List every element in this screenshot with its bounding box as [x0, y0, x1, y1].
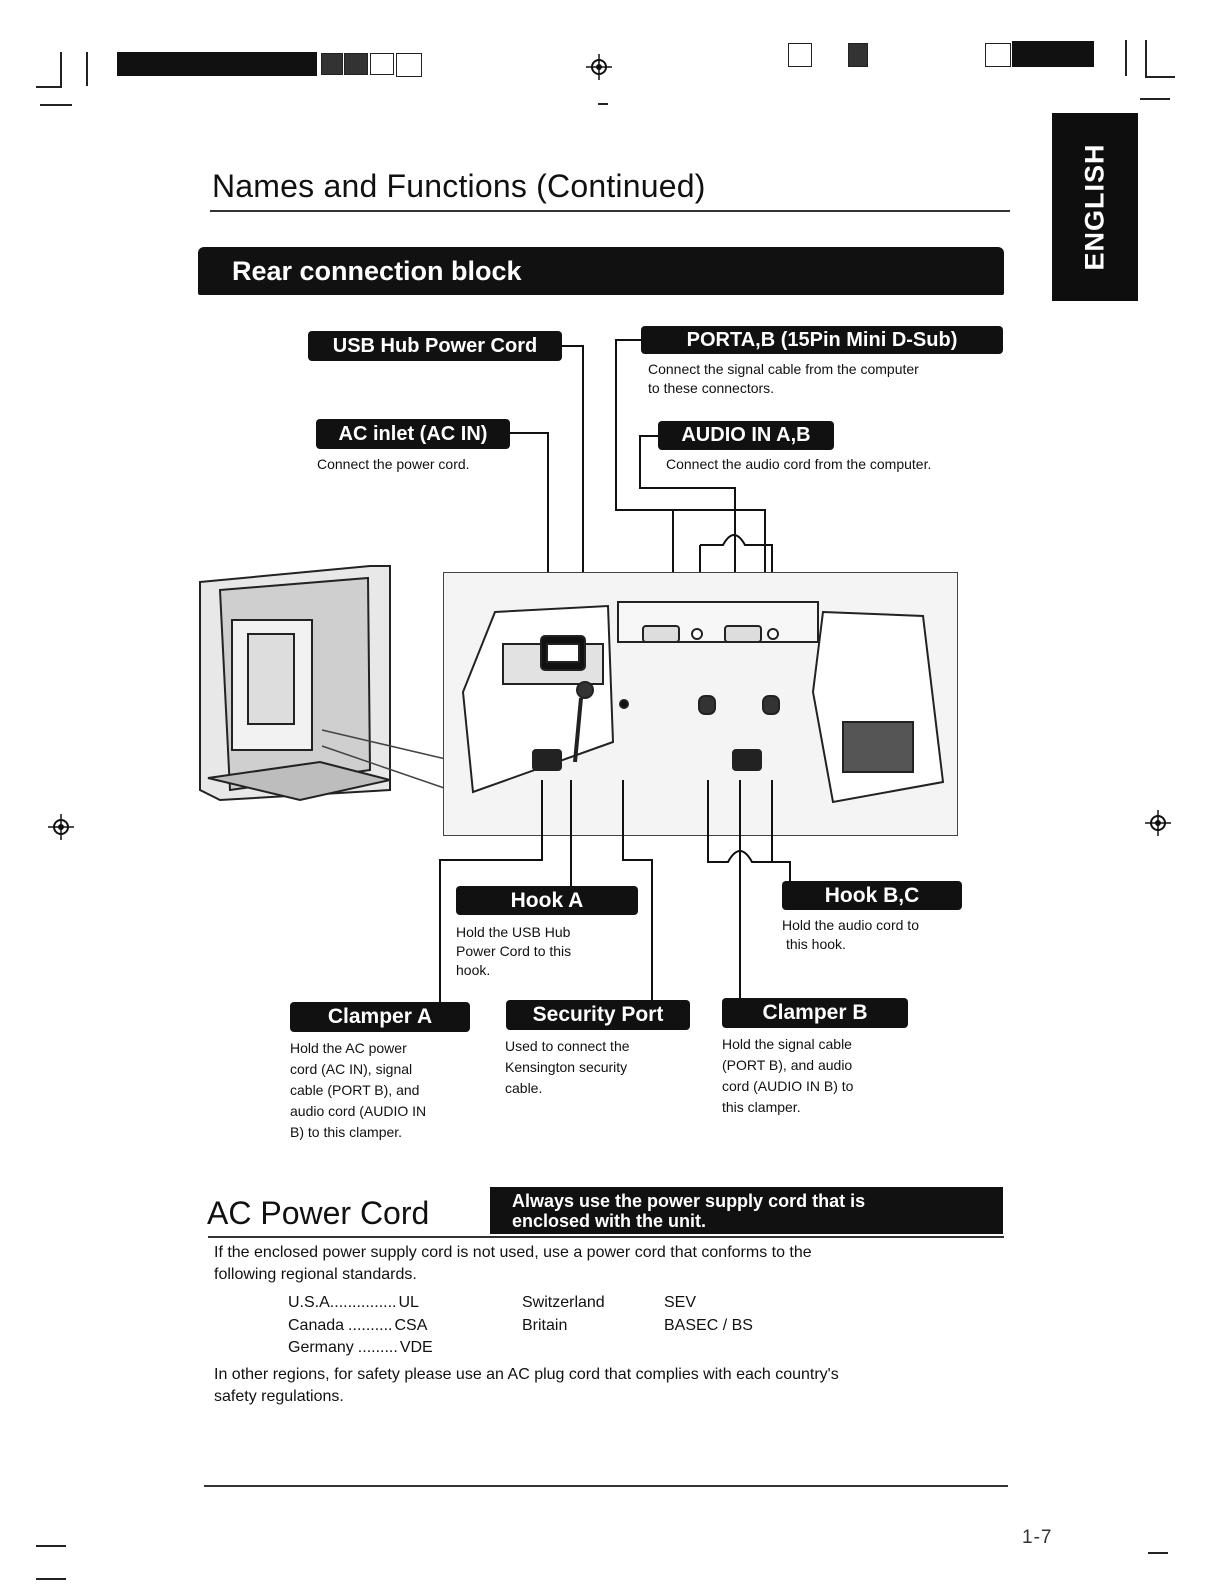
- standard-row: U.S.A...............UL: [288, 1294, 419, 1311]
- power-cord-note: Always use the power supply cord that is…: [490, 1187, 1003, 1234]
- leader-lines-lower: [439, 780, 791, 1005]
- power-cord-footer: In other regions, for safety please use …: [214, 1366, 839, 1405]
- callout-audio-in: AUDIO IN A,B: [658, 421, 834, 450]
- callout-label: USB Hub Power Cord: [332, 335, 538, 357]
- section-header: Rear connection block: [198, 247, 1004, 295]
- footer-divider: [204, 1485, 1008, 1487]
- rear-connection-diagram: [199, 339, 773, 802]
- hook-a-description: Hold the USB Hub Power Cord to this hook…: [456, 924, 572, 978]
- standard-row: Canada..........CSA: [288, 1317, 428, 1334]
- callout-label: Clamper B: [762, 1001, 868, 1024]
- callout-security-port: Security Port: [506, 1000, 690, 1030]
- registration-crosshair-icon: [48, 814, 74, 840]
- callout-clamper-b: Clamper B: [722, 998, 908, 1028]
- callout-label: Security Port: [532, 1003, 664, 1026]
- language-tab: ENGLISH: [1052, 113, 1138, 301]
- title-divider: [210, 210, 1010, 212]
- power-cord-divider: [208, 1236, 1004, 1238]
- section-title: Rear connection block: [232, 256, 522, 286]
- security-port-description: Used to connect the Kensington security …: [505, 1038, 630, 1096]
- callout-usb-hub-power-cord: USB Hub Power Cord: [308, 331, 562, 361]
- callout-hook-a: Hook A: [456, 886, 638, 915]
- registration-crosshair-icon: [1145, 810, 1171, 836]
- callout-hook-bc: Hook B,C: [782, 881, 962, 910]
- page-number: 1-7: [1022, 1527, 1053, 1548]
- callout-label: AC inlet (AC IN): [338, 423, 488, 445]
- hook-bc-description: Hold the audio cord to this hook.: [782, 917, 919, 952]
- rear-panel-drawing: [461, 601, 945, 804]
- page-title: Names and Functions (Continued): [212, 168, 706, 204]
- audio-in-description: Connect the audio cord from the computer…: [666, 456, 932, 472]
- callout-port-ab: PORTA,B (15Pin Mini D-Sub): [641, 326, 1003, 354]
- standard-row: Germany.........VDE: [288, 1339, 433, 1356]
- standard-row: Switzerland SEV: [522, 1294, 697, 1311]
- power-cord-intro: If the enclosed power supply cord is not…: [214, 1244, 812, 1283]
- callout-label: Hook A: [510, 889, 584, 912]
- callout-label: Clamper A: [327, 1005, 433, 1028]
- ac-inlet-description: Connect the power cord.: [317, 456, 470, 472]
- registration-crosshair-icon: [586, 54, 612, 80]
- callout-label: AUDIO IN A,B: [681, 424, 811, 446]
- callout-ac-inlet: AC inlet (AC IN): [316, 419, 510, 449]
- standard-row: Britain BASEC / BS: [522, 1317, 753, 1334]
- callout-label: Hook B,C: [824, 884, 920, 907]
- port-ab-description: Connect the signal cable from the comput…: [648, 361, 919, 396]
- monitor-thumbnail: [199, 565, 451, 802]
- callout-label: PORTA,B (15Pin Mini D-Sub): [686, 329, 958, 351]
- callout-clamper-a: Clamper A: [290, 1002, 470, 1032]
- language-tab-label: ENGLISH: [1079, 143, 1110, 271]
- clamper-b-description: Hold the signal cable (PORT B), and audi…: [722, 1036, 854, 1115]
- power-cord-title: AC Power Cord: [207, 1195, 430, 1231]
- clamper-a-description: Hold the AC power cord (AC IN), signal c…: [290, 1040, 427, 1140]
